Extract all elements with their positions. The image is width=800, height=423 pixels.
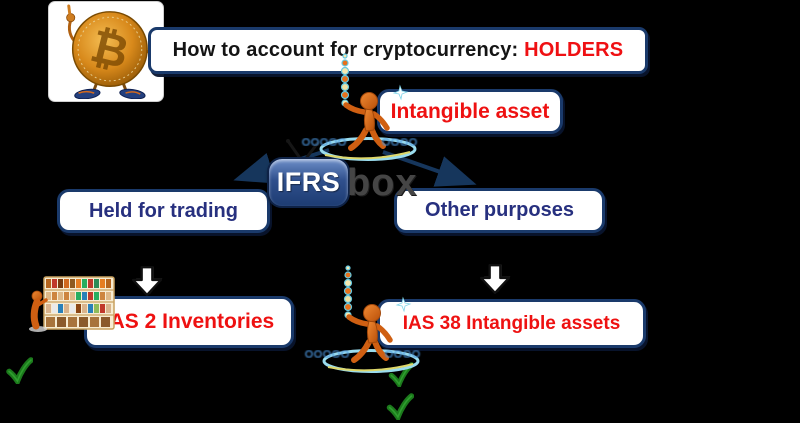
clipart-watermark xyxy=(304,350,421,359)
title-box: How to account for cryptocurrency: HOLDE… xyxy=(148,27,648,74)
swirl xyxy=(319,137,417,161)
node-held-for-trading-label: Held for trading xyxy=(89,199,238,222)
node-intangible-asset: Intangible asset xyxy=(377,89,563,134)
bead-chain xyxy=(343,265,353,319)
node-intangible-asset-label: Intangible asset xyxy=(390,99,550,123)
node-other-purposes-label: Other purposes xyxy=(425,199,574,221)
node-ias2-inventories: IAS 2 Inventories xyxy=(84,296,294,348)
title-prefix: How to account for cryptocurrency: xyxy=(172,39,525,61)
sparkle xyxy=(395,296,412,313)
ifrs-logo-text: IFRS xyxy=(276,167,341,197)
node-ias2-label: IAS 2 Inventories xyxy=(103,310,275,333)
sparkle xyxy=(392,84,409,101)
ifrsbox-logo-tv: IFRS xyxy=(267,157,350,208)
reaching-figure-bottom-icon xyxy=(304,265,421,373)
reaching-figure-top-icon xyxy=(301,53,418,161)
checkmark-icon-bottom xyxy=(386,393,414,420)
page-title: How to account for cryptocurrency: HOLDE… xyxy=(173,39,624,62)
bitcoin-mascot-frame: ₿ xyxy=(48,1,164,102)
swirl xyxy=(322,349,420,373)
down-arrow-right-icon xyxy=(479,264,511,294)
down-arrow-left-icon xyxy=(131,266,163,296)
bitcoin-coin-character-icon: ₿ xyxy=(66,4,161,100)
node-ias38-intangible-assets: IAS 38 Intangible assets xyxy=(377,299,646,348)
box-logo-text: box xyxy=(347,162,418,204)
checkmark-icon-left xyxy=(6,357,33,384)
node-held-for-trading: Held for trading xyxy=(57,189,270,233)
store-shelf-figure-icon xyxy=(29,276,115,332)
title-highlight: HOLDERS xyxy=(524,39,624,61)
bead-chain xyxy=(340,53,350,107)
shelf-products xyxy=(46,279,111,327)
clipart-watermark xyxy=(301,138,418,147)
node-other-purposes: Other purposes xyxy=(394,188,605,233)
node-ias38-label: IAS 38 Intangible assets xyxy=(402,312,621,334)
